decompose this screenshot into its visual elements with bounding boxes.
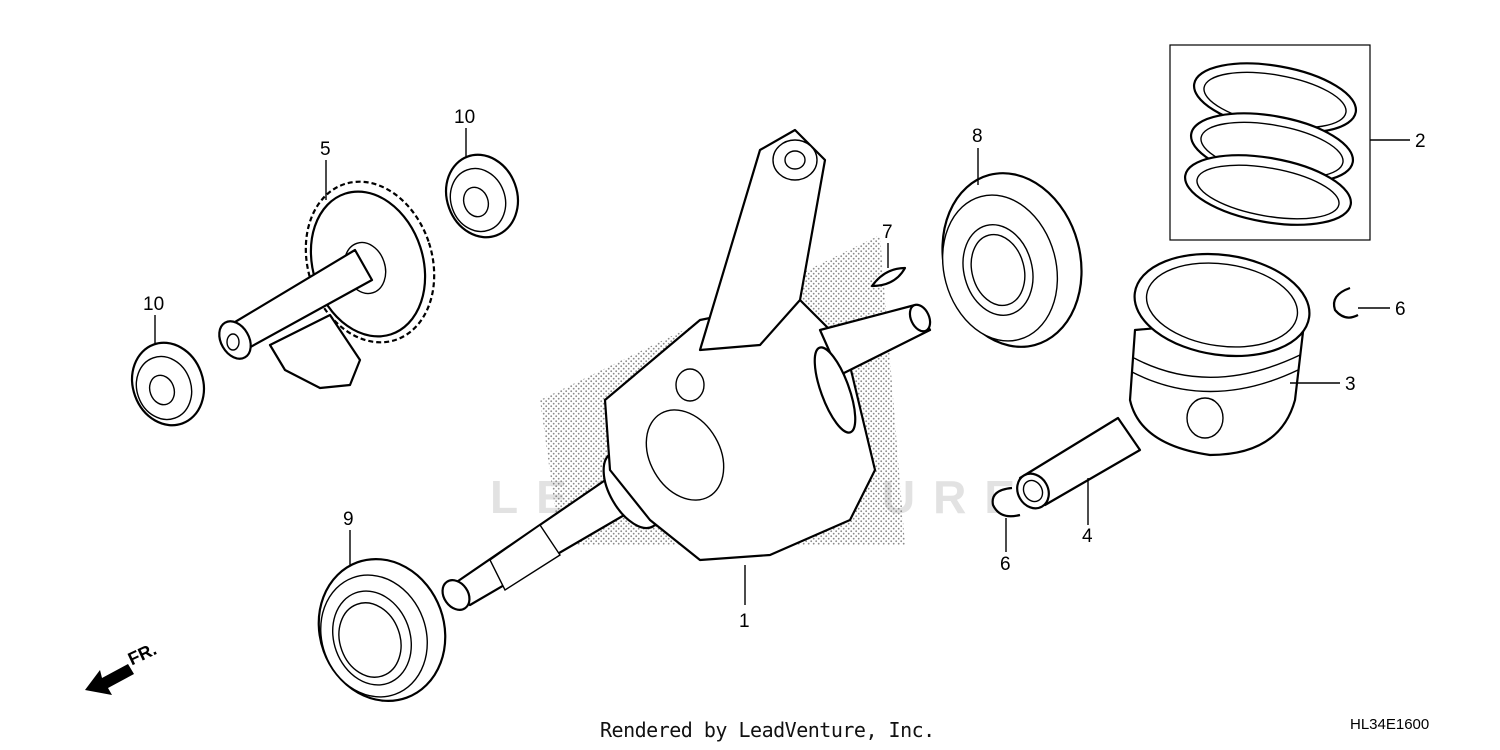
credit-text: Rendered by LeadVenture, Inc.: [600, 718, 935, 742]
callout-6-left[interactable]: 6: [1000, 554, 1011, 575]
bearing-10-left[interactable]: [121, 333, 216, 436]
clip-6-right[interactable]: [1332, 286, 1359, 319]
crankshaft-1[interactable]: [437, 128, 934, 615]
callout-5[interactable]: 5: [320, 139, 331, 160]
bearing-10-top[interactable]: [435, 145, 530, 248]
callout-2[interactable]: 2: [1415, 131, 1426, 152]
woodruff-key-7[interactable]: [870, 266, 907, 288]
front-arrow-icon: [85, 664, 134, 695]
callout-1[interactable]: 1: [739, 611, 750, 632]
callout-9[interactable]: 9: [343, 509, 354, 530]
bearing-8[interactable]: [924, 157, 1101, 362]
bearing-9[interactable]: [299, 541, 465, 719]
callout-10-top[interactable]: 10: [454, 107, 475, 128]
callout-7[interactable]: 7: [882, 222, 893, 243]
callout-4[interactable]: 4: [1082, 526, 1093, 547]
leader-lines: [154, 128, 1410, 605]
callout-6-right[interactable]: 6: [1395, 299, 1406, 320]
callout-8[interactable]: 8: [972, 126, 983, 147]
piston-3[interactable]: [1128, 243, 1316, 457]
callout-10-left[interactable]: 10: [143, 294, 164, 315]
callout-3[interactable]: 3: [1345, 374, 1356, 395]
piston-rings-2[interactable]: [1169, 44, 1371, 241]
piston-pin-4[interactable]: [1011, 416, 1142, 514]
diagram-code: HL34E1600: [1350, 716, 1430, 733]
clip-6-left[interactable]: [991, 486, 1021, 518]
balancer-shaft-5[interactable]: [213, 165, 454, 390]
